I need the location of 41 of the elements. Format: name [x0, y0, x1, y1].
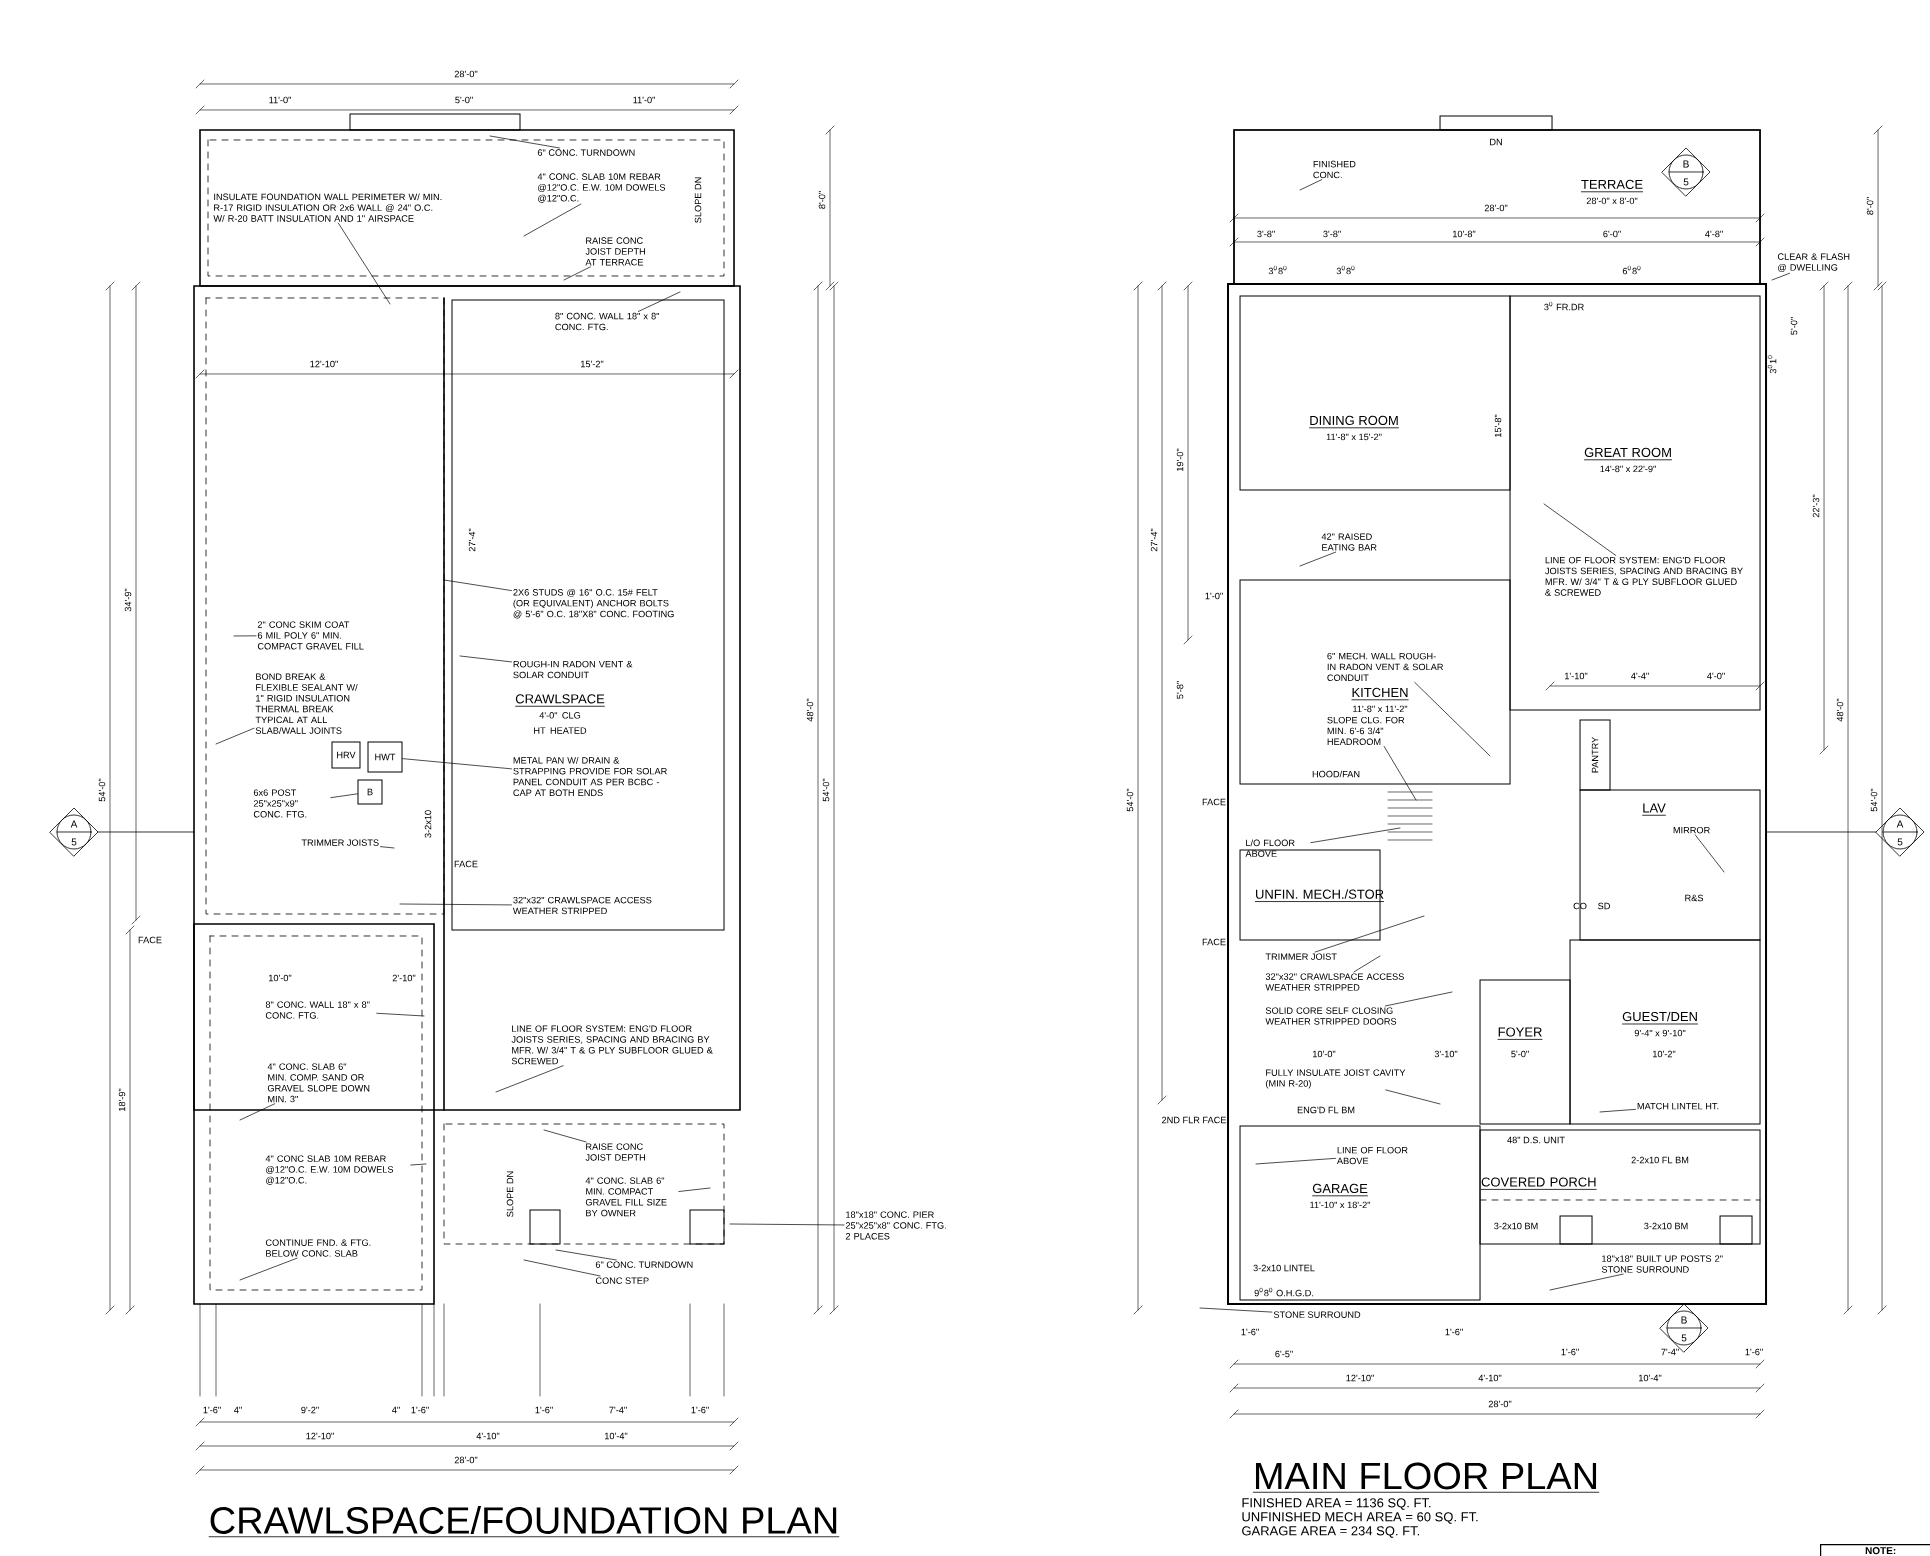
- leader-line: [376, 1012, 425, 1017]
- leader-line: [1353, 955, 1381, 973]
- plan-title: CRAWLSPACE/FOUNDATION PLAN: [208, 1506, 840, 1538]
- leader-line: [678, 1187, 711, 1192]
- leader-line: [1383, 746, 1417, 801]
- leader-line: [1314, 915, 1425, 953]
- leader-line: [380, 846, 395, 849]
- leader-line: [239, 1257, 298, 1281]
- leader-line: [1310, 827, 1401, 843]
- leader-line: [489, 135, 560, 149]
- leader-line: [555, 1249, 617, 1261]
- leader-line: [1599, 1109, 1636, 1113]
- leader-line: [215, 727, 255, 745]
- leader-line: [1299, 179, 1323, 191]
- leader-line: [402, 758, 512, 770]
- leader-line: [459, 655, 512, 663]
- leader-line: [1694, 834, 1725, 873]
- leader-line: [330, 793, 358, 799]
- leader-line: [1414, 682, 1491, 757]
- leader-line: [443, 579, 512, 591]
- leader-line: [1771, 272, 1790, 281]
- leader-line: [1543, 503, 1617, 556]
- leader-line: [399, 903, 512, 906]
- plan-title: MAIN FLOOR PLAN: [1252, 1462, 1600, 1493]
- leader-line: [239, 1103, 276, 1121]
- leader-line: [638, 291, 681, 312]
- leader-line: [233, 635, 257, 637]
- leader-line: [729, 1223, 845, 1226]
- leader-line: [1385, 1089, 1441, 1105]
- leader-line: [523, 203, 582, 237]
- leader-line: [563, 266, 591, 281]
- leader-line: [1385, 991, 1453, 1007]
- leader-line: [543, 1129, 587, 1143]
- leader-line: [338, 222, 391, 305]
- leader-line: [495, 1065, 564, 1093]
- leader-line: [1255, 1158, 1336, 1165]
- leader-line: [1549, 1273, 1624, 1291]
- leader-line: [1199, 1307, 1273, 1313]
- leader-line: [410, 1163, 427, 1166]
- leader-line: [523, 1259, 601, 1277]
- leader-line: [1299, 551, 1336, 567]
